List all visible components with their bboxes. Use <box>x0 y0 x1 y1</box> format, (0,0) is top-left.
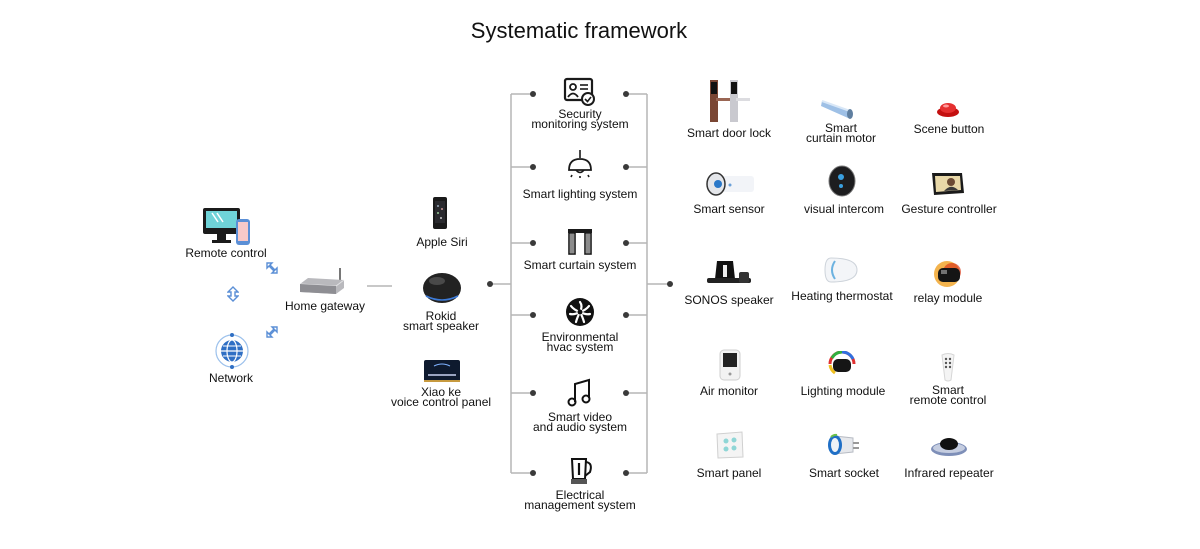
apple-siri-label: Apple Siri <box>416 235 468 249</box>
air-monitor-icon <box>718 348 742 387</box>
voice-link-dot <box>487 281 493 287</box>
remote-icon <box>939 352 957 387</box>
system-hvac-label: Environmental hvac system <box>541 330 619 354</box>
intercom-icon <box>828 165 856 202</box>
system-security-label: Security monitoring system <box>531 107 629 131</box>
xiaoke-label: Xiao ke voice control panel <box>390 385 492 409</box>
globe-icon <box>214 333 250 374</box>
device-sensor-label: Smart sensor <box>693 202 765 216</box>
right-branch-dot <box>623 312 629 318</box>
relay-icon <box>932 260 966 293</box>
right-branch-dot <box>623 470 629 476</box>
router-icon <box>296 266 348 301</box>
kettle-icon <box>568 456 594 491</box>
device-curtain-motor-label: Smart curtain motor <box>805 121 877 145</box>
tablet-icon <box>930 171 966 202</box>
curtain-motor-icon <box>820 98 856 125</box>
device-link-dot <box>667 281 673 287</box>
sensor-icon <box>704 170 756 203</box>
device-lighting-module-label: Lighting module <box>800 384 886 398</box>
system-electrical-label: Electrical management system <box>524 488 636 512</box>
left-branch-dot <box>530 470 536 476</box>
pendant-lamp-icon <box>566 150 594 185</box>
device-thermostat-label: Heating thermostat <box>791 289 893 303</box>
device-relay-label: relay module <box>913 291 983 305</box>
device-door-lock-label: Smart door lock <box>686 126 772 140</box>
left-branch-dot <box>530 91 536 97</box>
speaker-icon <box>705 257 753 292</box>
device-speaker-label: SONOS speaker <box>684 293 774 307</box>
monitor-phone-icon <box>202 207 252 252</box>
right-branch-dot <box>623 91 629 97</box>
system-audio-label: Smart video and audio system <box>532 410 628 434</box>
left-branch-dot <box>530 390 536 396</box>
diagonal-arrow-icon <box>265 261 279 280</box>
device-socket-label: Smart socket <box>808 466 880 480</box>
smart-panel-icon <box>714 430 746 465</box>
door-lock-icon <box>708 78 752 129</box>
music-note-icon <box>567 378 593 413</box>
right-branch-dot <box>623 390 629 396</box>
lighting-module-icon <box>827 350 857 382</box>
socket-icon <box>825 432 861 465</box>
diagonal-arrow-icon <box>265 325 279 344</box>
ir-repeater-icon <box>929 436 969 463</box>
scene-button-icon <box>935 101 961 124</box>
curtain-icon <box>567 228 593 261</box>
iphone-icon <box>432 196 448 235</box>
left-branch-dot <box>530 312 536 318</box>
device-remote-label: Smart remote control <box>909 383 987 407</box>
security-id-icon <box>563 77 597 112</box>
device-intercom-label: visual intercom <box>803 202 885 216</box>
network-label: Network <box>208 371 254 385</box>
system-curtain-label: Smart curtain system <box>523 258 637 272</box>
rokid-speaker-icon <box>421 272 463 311</box>
right-branch-dot <box>623 164 629 170</box>
device-air-monitor-label: Air monitor <box>699 384 759 398</box>
voice-panel-icon <box>424 360 460 387</box>
device-ir-repeater-label: Infrared repeater <box>904 466 994 480</box>
system-lighting-label: Smart lighting system <box>522 187 638 201</box>
vertical-arrow-icon <box>226 286 240 307</box>
left-branch-dot <box>530 164 536 170</box>
thermostat-icon <box>823 255 859 290</box>
remote-control-label: Remote control <box>185 246 267 260</box>
fan-icon <box>565 297 595 332</box>
device-scene-button-label: Scene button <box>913 122 985 136</box>
left-branch-dot <box>530 240 536 246</box>
home-gateway-label: Home gateway <box>284 299 366 313</box>
device-smart-panel-label: Smart panel <box>696 466 762 480</box>
diagram-title: Systematic framework <box>470 18 688 43</box>
right-branch-dot <box>623 240 629 246</box>
system-branches <box>511 91 647 476</box>
device-gesture-label: Gesture controller <box>901 202 997 216</box>
rokid-label: Rokid smart speaker <box>402 309 480 333</box>
